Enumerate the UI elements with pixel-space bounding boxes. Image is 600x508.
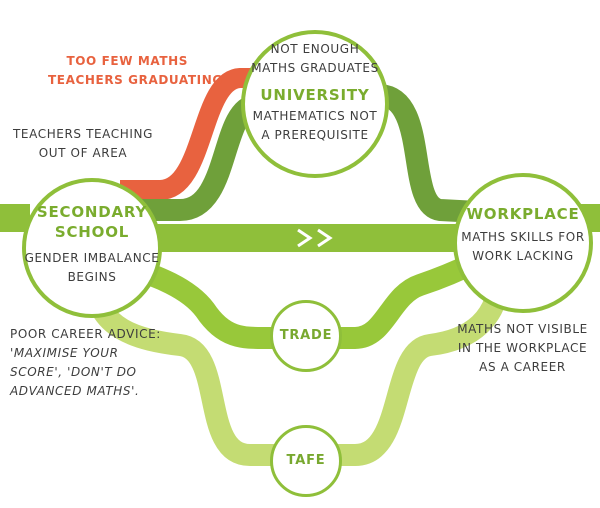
note-maths-not-visible: MATHS NOT VISIBLE IN THE WORKPLACE AS A …	[450, 320, 595, 377]
node-university	[241, 30, 389, 178]
university-note-line: MATHEMATICS NOT	[252, 109, 378, 123]
arrow-chevron-icon	[317, 228, 333, 248]
path-teachers-red	[120, 68, 262, 200]
node-secondary-school	[22, 178, 162, 318]
node-workplace	[453, 173, 593, 313]
note-line: SCORE', 'DON'T DO	[10, 365, 137, 379]
tafe-title: TAFE	[286, 453, 326, 468]
note-line: ADVANCED MATHS'.	[10, 384, 140, 398]
note-teachers-out-of-area: TEACHERS TEACHING OUT OF AREA	[8, 125, 158, 163]
note-poor-career-advice: POOR CAREER ADVICE: 'MAXIMISE YOUR SCORE…	[10, 325, 180, 401]
node-tafe	[270, 425, 342, 497]
university-note-below: MATHEMATICS NOT A PREREQUISITE	[245, 107, 385, 145]
note-line: IN THE WORKPLACE	[457, 341, 588, 355]
note-line: POOR CAREER ADVICE:	[10, 327, 161, 341]
path-university-workplace	[376, 84, 479, 223]
note-line: TOO FEW MATHS	[66, 54, 188, 68]
note-line: TEACHERS TEACHING	[13, 127, 153, 141]
workplace-title: WORKPLACE	[466, 205, 580, 223]
secondary-school-note-line: BEGINS	[67, 270, 117, 284]
trade-title: TRADE	[279, 328, 333, 343]
workplace-note: MATHS SKILLS FOR WORK LACKING	[453, 228, 593, 266]
university-note-above: NOT ENOUGH MATHS GRADUATES	[245, 40, 385, 78]
secondary-school-title: SECONDARY SCHOOL	[22, 202, 162, 242]
university-note-line: NOT ENOUGH	[270, 42, 360, 56]
university-title: UNIVERSITY	[260, 86, 370, 104]
workplace-note-line: WORK LACKING	[472, 249, 574, 263]
node-trade	[270, 300, 342, 372]
university-note-line: A PREREQUISITE	[261, 128, 369, 142]
secondary-school-title-line: SCHOOL	[54, 223, 130, 241]
secondary-school-note-line: GENDER IMBALANCE	[24, 251, 160, 265]
workplace-note-line: MATHS SKILLS FOR	[461, 230, 585, 244]
note-line: 'MAXIMISE YOUR	[10, 346, 119, 360]
note-line: OUT OF AREA	[38, 146, 128, 160]
secondary-school-title-line: SECONDARY	[36, 203, 148, 221]
university-note-line: MATHS GRADUATES	[251, 61, 379, 75]
note-line: TEACHERS GRADUATING	[48, 73, 223, 87]
secondary-school-note: GENDER IMBALANCE BEGINS	[22, 249, 162, 287]
note-line: MATHS NOT VISIBLE	[457, 322, 588, 336]
note-line: AS A CAREER	[479, 360, 566, 374]
note-too-few-teachers: TOO FEW MATHS TEACHERS GRADUATING	[48, 52, 223, 90]
arrow-chevron-icon	[297, 228, 313, 248]
